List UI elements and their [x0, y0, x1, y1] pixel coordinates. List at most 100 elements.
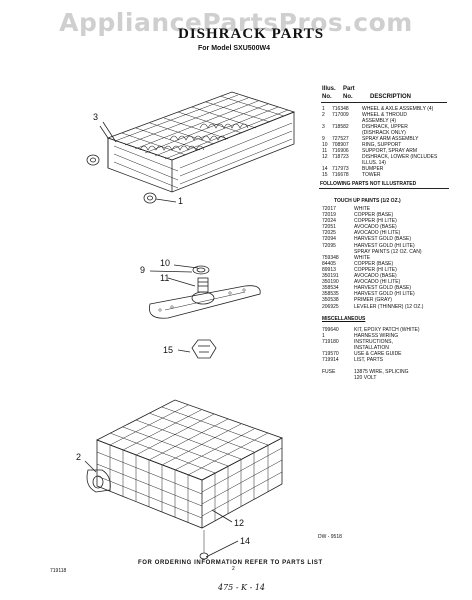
part-number: 1 [322, 333, 325, 339]
illus-number: 15 [322, 172, 328, 178]
parts-row: ILLUS. 14) [322, 160, 437, 166]
part-number: 718582 [332, 124, 349, 130]
illus-number: 10 [322, 142, 328, 148]
wheel-shroud [86, 469, 111, 493]
illus-number: 3 [322, 124, 325, 130]
header-illus: Illus. [322, 86, 336, 92]
part-number: 72051 [322, 224, 336, 231]
part-description: DISHRACK, UPPER [362, 124, 408, 130]
part-description: HARNESS WIRING [354, 333, 399, 339]
wheel-axle-1 [86, 154, 100, 166]
parts-row: 3 718582 DISHRACK, UPPER [322, 124, 437, 130]
part-description: LIST, PARTS [354, 357, 383, 363]
header-part: Part [343, 86, 355, 92]
part-description: COPPER (HI LITE) [354, 218, 397, 225]
part-number: 206925 [322, 303, 339, 310]
part-number: 72094 [322, 236, 336, 243]
footer-code: 719118 [50, 568, 67, 574]
illus-number: 9 [322, 136, 325, 142]
part-description: USE & CARE GUIDE [354, 351, 402, 357]
header-part-no: No. [343, 94, 353, 100]
part-number: 718723 [332, 154, 349, 160]
part-number: 84405 [322, 260, 336, 267]
parts-row: 358534 HARVEST GOLD (BASE) [322, 285, 423, 291]
part-description: AVOCADO (BASE) [354, 224, 397, 231]
part-description: DISHRACK, LOWER (INCLUDES [362, 154, 438, 160]
part-description: 120 VOLT [354, 375, 377, 381]
spray-arm [149, 285, 261, 319]
part-description: WHITE [354, 206, 371, 212]
callout-10: 10 [160, 258, 171, 268]
part-description: AVOCADO (BASE) [354, 273, 397, 280]
part-number: 799640 [322, 327, 339, 333]
parts-row: 72095 HARVEST GOLD (HI LITE) [322, 243, 423, 249]
part-number: 759348 [322, 254, 339, 261]
part-number: 72019 [322, 212, 336, 219]
part-number: 350190 [322, 279, 339, 286]
parts-row: SPRAY PAINTS (12 OZ. CAN) [322, 249, 423, 255]
part-description: LEVELER (THINNER) (12 OZ.) [354, 303, 424, 310]
part-description: HARVEST GOLD (BASE) [354, 285, 412, 292]
parts-row: 72094 HARVEST GOLD (BASE) [322, 236, 423, 242]
parts-row: 206925 LEVELER (THINNER) (12 OZ.) [322, 304, 423, 310]
part-number: 716348 [332, 106, 349, 112]
model-subtitle: For Model SXU500W4 [198, 45, 270, 52]
part-number: 358535 [322, 291, 339, 298]
illus-number: 11 [322, 148, 328, 154]
parts-row: 759348 WHITE [322, 255, 423, 261]
part-number: 350191 [322, 273, 339, 280]
part-number: 717973 [332, 166, 349, 172]
part-description: INSTRUCTIONS, [354, 339, 393, 345]
ordering-footer: FOR ORDERING INFORMATION REFER TO PARTS … [138, 560, 323, 566]
part-number: 72095 [322, 242, 336, 249]
part-description: SUPPORT, SPRAY ARM [362, 148, 418, 154]
part-description: HARVEST GOLD (BASE) [354, 236, 412, 243]
handwritten-note: 475 - K - 14 [218, 583, 266, 592]
part-description: WHITE [354, 254, 371, 261]
part-description: (DISHRACK ONLY) [362, 130, 406, 136]
illus-number: 2 [322, 112, 325, 118]
part-number: 89913 [322, 266, 336, 273]
parts-row: 72051 AVOCADO (BASE) [322, 224, 423, 230]
part-number: 72017 [322, 206, 336, 212]
part-description: SPRAY PAINTS (12 OZ. CAN) [354, 248, 422, 255]
parts-row: INSTALLATION [322, 345, 420, 351]
part-number: 358534 [322, 285, 339, 292]
callout-14: 14 [240, 536, 251, 546]
part-number: 717009 [332, 112, 349, 118]
misc-heading: MISCELLANEOUS [322, 316, 366, 322]
callout-1: 1 [178, 196, 184, 206]
header-no: No. [322, 94, 332, 100]
parts-row: 719180 INSTRUCTIONS, [322, 339, 420, 345]
part-description: ILLUS. 14) [362, 160, 386, 166]
parts-row: 1 HARNESS WIRING [322, 333, 420, 339]
parts-row: 120 VOLT [322, 375, 420, 381]
part-number: 719180 [322, 339, 339, 345]
parts-row: (DISHRACK ONLY) [322, 130, 437, 136]
header-rule [321, 102, 447, 103]
bumper [199, 552, 209, 560]
callout-11: 11 [160, 273, 170, 283]
part-description: RING, SUPPORT [362, 142, 402, 148]
part-number: 727527 [332, 136, 349, 142]
part-description: HARVEST GOLD (HI LITE) [354, 242, 415, 249]
part-description: AVOCADO (HI LITE) [354, 230, 401, 237]
diagram-code: DW - 9518 [318, 534, 342, 540]
part-number: 350538 [322, 297, 339, 304]
touch-up-heading: TOUCH UP PAINTS (1/2 OZ.) [334, 198, 401, 204]
parts-row: 72017 WHITE [322, 206, 423, 212]
